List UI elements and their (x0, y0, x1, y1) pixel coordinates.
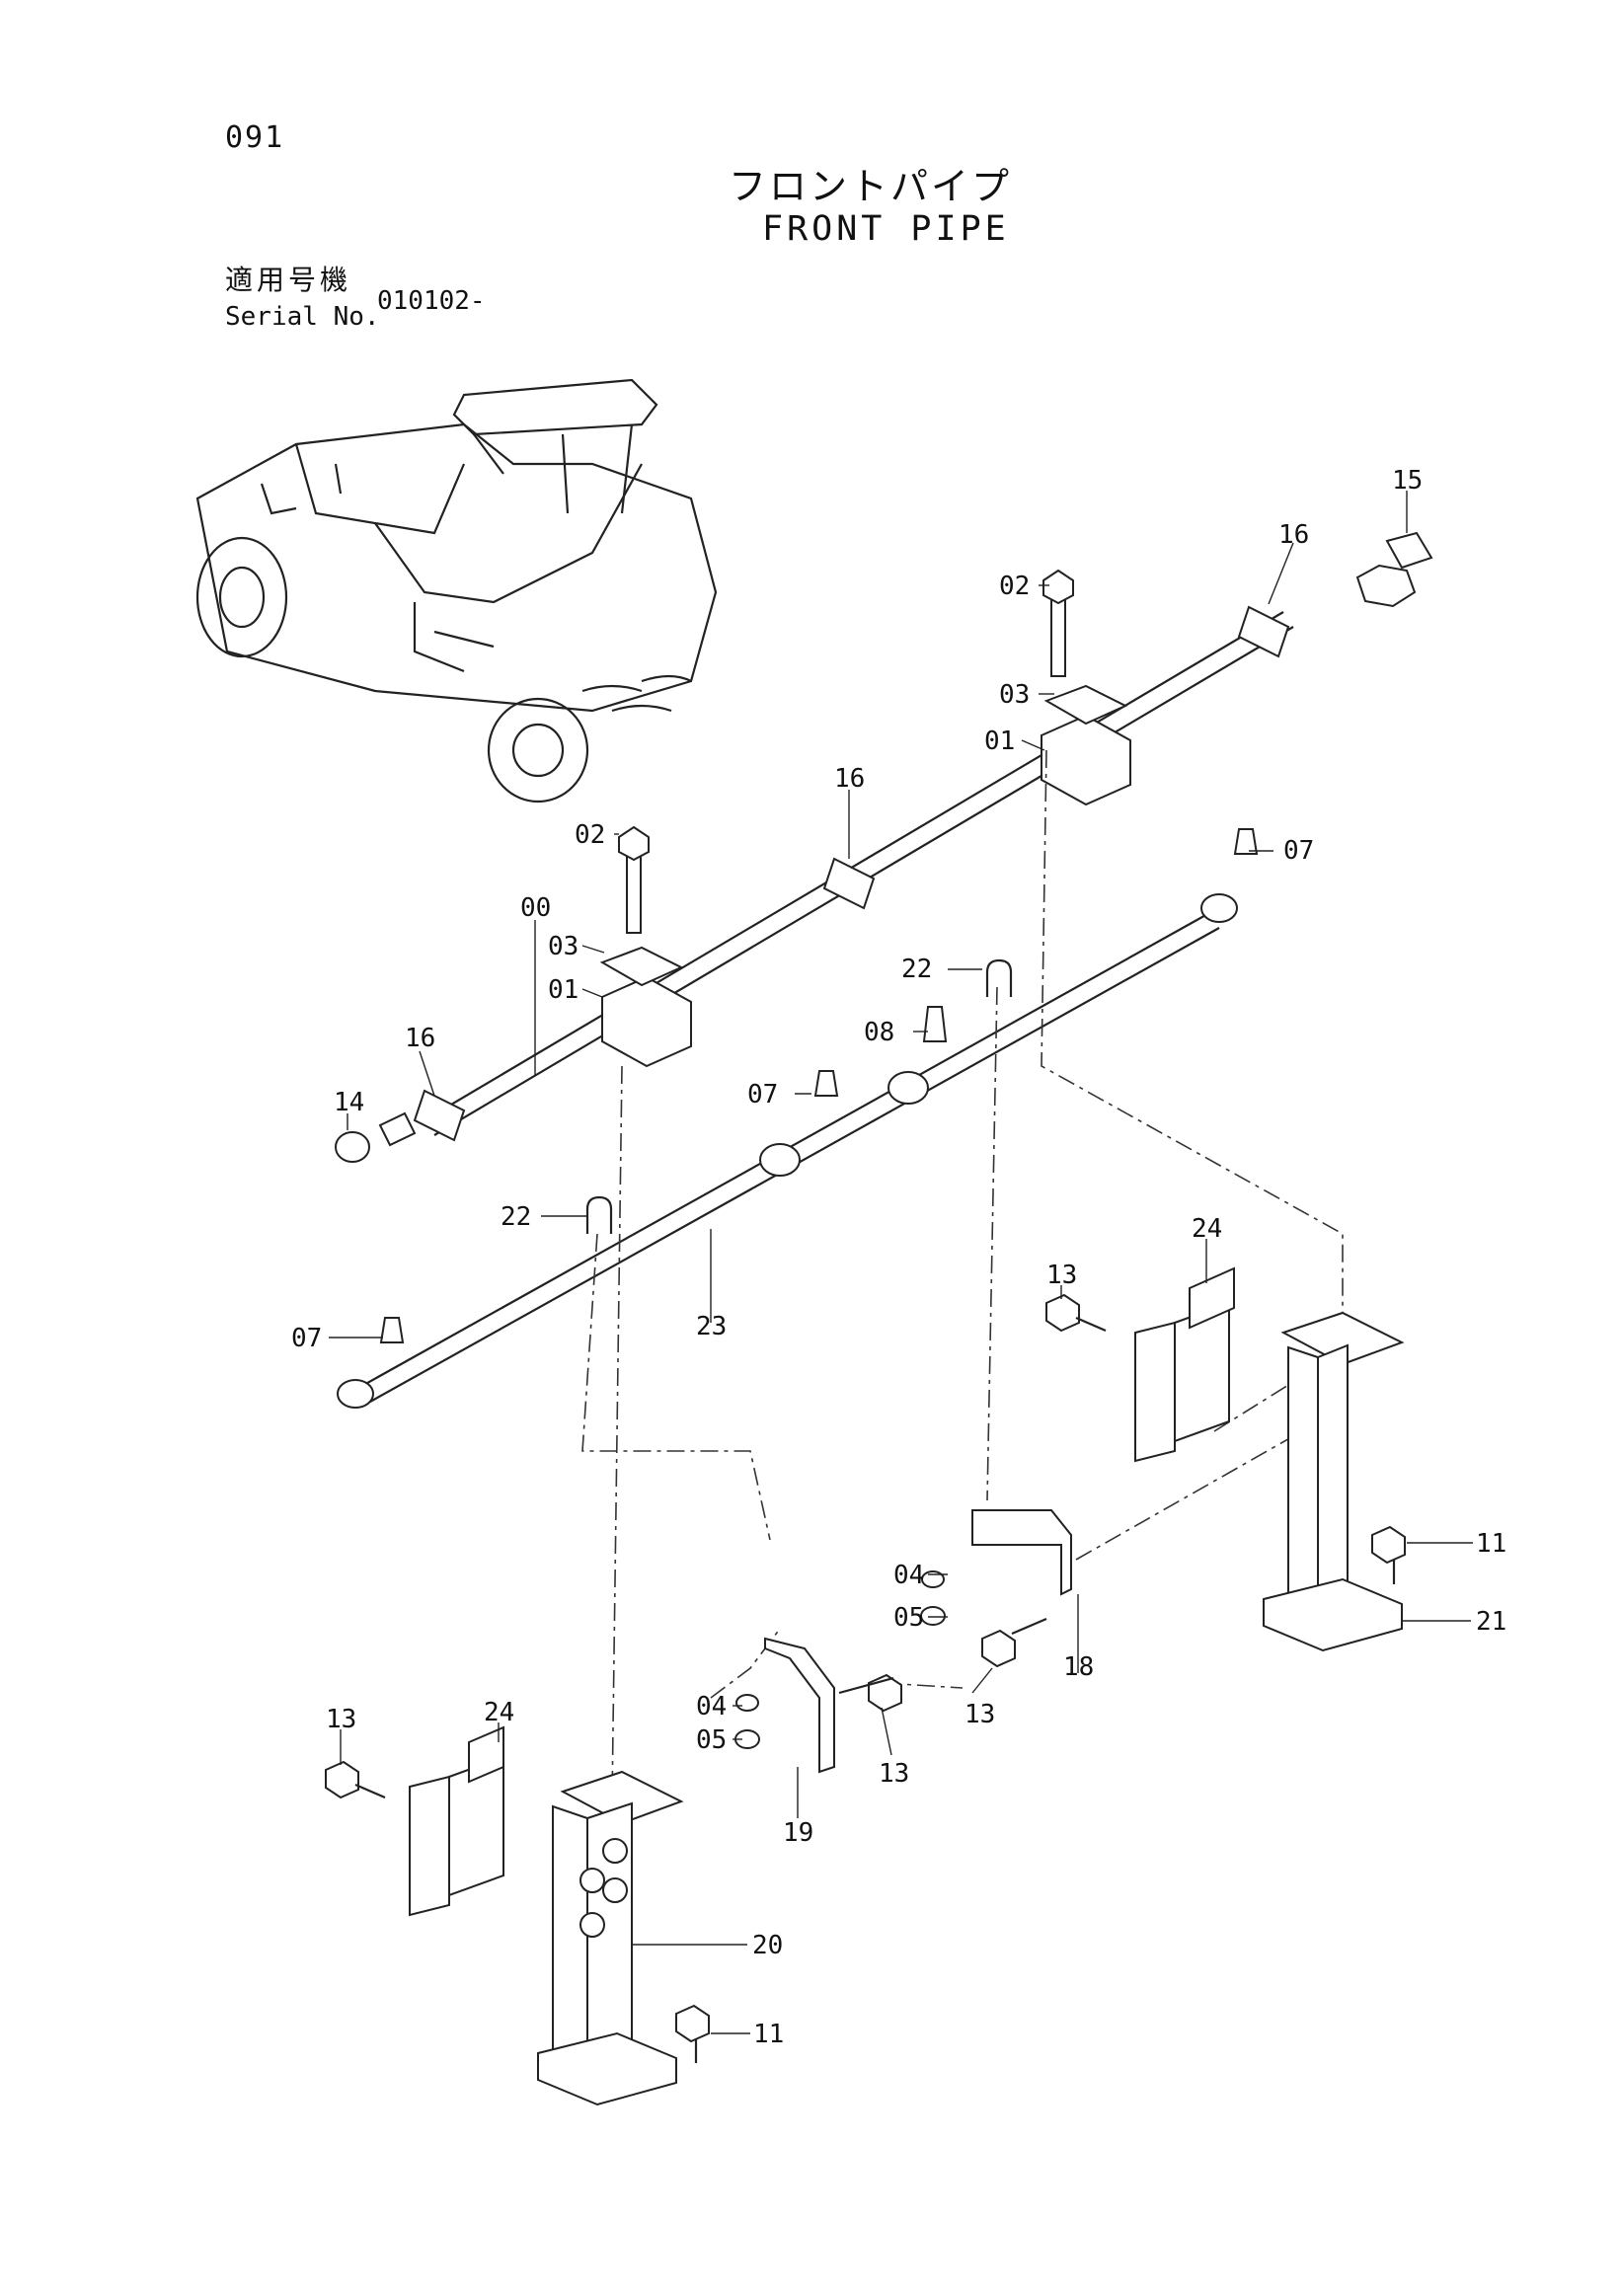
callout-label: 02 (575, 820, 605, 850)
callout-label: 11 (753, 2020, 784, 2049)
callout-label: 24 (1192, 1214, 1222, 1244)
callout-label: 04 (893, 1561, 924, 1590)
callout-label: 21 (1476, 1607, 1506, 1637)
callout-label: 22 (501, 1202, 531, 1232)
upper-grease-pipe (335, 531, 1433, 1163)
mount-brackets (409, 1266, 1235, 1917)
callout-label: 11 (1476, 1529, 1506, 1559)
callout-label: 24 (484, 1698, 514, 1727)
callout-label: 01 (548, 975, 579, 1005)
right-stand-bracket (1263, 1311, 1405, 1652)
callout-label: 13 (326, 1705, 356, 1734)
serial-number-value: 010102- (377, 286, 486, 316)
callout-label: 01 (984, 727, 1015, 756)
page-number: 091 (225, 120, 285, 155)
callout-label: 07 (747, 1080, 778, 1110)
callout-label: 14 (334, 1088, 364, 1117)
title-english: FRONT PIPE (762, 209, 1010, 249)
callout-label: 07 (291, 1324, 322, 1353)
serial-label-english: Serial No. (225, 302, 380, 332)
callout-label: 16 (1278, 520, 1309, 550)
machine-illustration (195, 378, 718, 804)
fasteners (325, 1293, 1406, 2063)
callout-label: 16 (834, 764, 865, 794)
callout-label: 18 (1063, 1652, 1094, 1682)
callout-leader-lines (329, 491, 1473, 2034)
callout-label: 08 (864, 1018, 894, 1047)
callout-label: 13 (1046, 1261, 1077, 1290)
callout-label: 03 (999, 680, 1030, 710)
callout-label: 00 (520, 893, 551, 923)
callout-label: 05 (893, 1603, 924, 1633)
callout-label: 13 (964, 1700, 995, 1729)
left-stand-bracket (537, 1770, 684, 2106)
callout-label: 07 (1283, 836, 1314, 866)
callout-label: 20 (752, 1931, 783, 1960)
callout-label: 16 (405, 1024, 435, 1053)
serial-label-japanese: 適用号機 (225, 264, 352, 296)
callout-label: 02 (999, 572, 1030, 601)
callout-label: 22 (901, 955, 932, 984)
assembly-guide-lines (581, 749, 1344, 1802)
callout-label: 13 (879, 1759, 909, 1789)
callout-label: 03 (548, 932, 579, 961)
callout-label: 23 (696, 1312, 727, 1341)
callout-label: 19 (783, 1818, 813, 1848)
title-japanese: フロントパイプ (729, 165, 1013, 208)
callout-label: 15 (1392, 466, 1423, 496)
callout-label: 05 (696, 1725, 727, 1755)
callout-labels: 02 03 01 16 15 07 16 02 00 03 01 16 14 2… (291, 466, 1506, 2049)
lower-grease-pipe (337, 828, 1259, 1409)
callout-label: 04 (696, 1692, 727, 1722)
